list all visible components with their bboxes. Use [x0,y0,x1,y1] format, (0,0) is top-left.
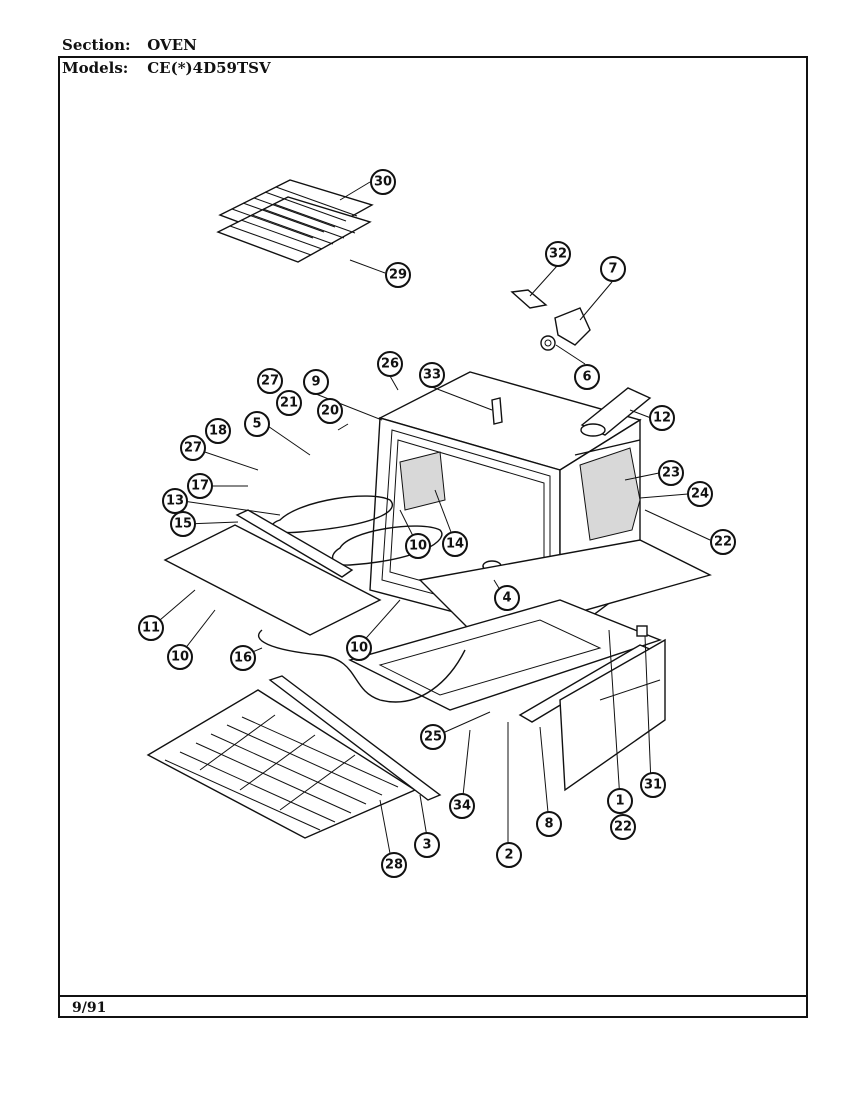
svg-text:33: 33 [423,368,441,383]
svg-text:23: 23 [662,466,680,481]
svg-text:18: 18 [209,424,227,439]
oven-bottom [348,539,712,711]
svg-text:5: 5 [252,417,261,432]
callout-5: 5 [244,411,270,437]
callout-26: 26 [377,351,403,377]
models-value: CE(*)4D59TSV [147,59,271,77]
svg-text:28: 28 [385,858,403,873]
svg-text:27: 27 [261,374,279,389]
leader-lines [152,181,711,865]
models-header: Models: CE(*)4D59TSV [62,59,271,77]
svg-text:20: 20 [321,404,339,419]
revision-date: 9/91 [72,1000,107,1016]
callout-33: 33 [419,362,445,388]
callout-21: 21 [276,390,302,416]
callout-27-mid: 27 [180,435,206,461]
svg-text:26: 26 [381,357,399,372]
svg-text:3: 3 [422,838,431,853]
callout-8: 8 [536,811,562,837]
svg-text:10: 10 [350,641,368,656]
svg-text:13: 13 [166,494,184,509]
svg-text:24: 24 [691,487,709,502]
svg-text:6: 6 [582,370,591,385]
section-header: Section: OVEN [62,36,197,54]
svg-text:21: 21 [280,396,298,411]
svg-text:22: 22 [714,535,732,550]
callout-13: 13 [162,488,188,514]
callout-14: 14 [442,531,468,557]
callout-27-top: 27 [257,368,283,394]
callout-22-bottom: 22 [610,814,636,840]
callout-9: 9 [303,369,329,395]
callout-17: 17 [187,473,213,499]
callout-34: 34 [449,793,475,819]
svg-text:27: 27 [184,441,202,456]
callout-22-right: 22 [710,529,736,555]
callout-28: 28 [381,852,407,878]
callout-31: 31 [640,772,666,798]
svg-text:15: 15 [174,517,192,532]
callout-11: 11 [138,615,164,641]
callout-25: 25 [420,724,446,750]
svg-text:16: 16 [234,651,252,666]
callout-16: 16 [230,645,256,671]
svg-text:29: 29 [389,268,407,283]
callout-2: 2 [496,842,522,868]
callout-4: 4 [494,585,520,611]
callout-30: 30 [370,169,396,195]
footer-divider [58,995,808,997]
callout-3: 3 [414,832,440,858]
callout-24: 24 [687,481,713,507]
callout-15: 15 [170,511,196,537]
callout-18: 18 [205,418,231,444]
side-bracket-assembly [518,625,666,792]
callout-23: 23 [658,460,684,486]
svg-text:12: 12 [653,411,671,426]
callout-10-left: 10 [167,644,193,670]
callout-20: 20 [317,398,343,424]
clock-bracket-parts [510,289,591,351]
callout-6: 6 [574,364,600,390]
svg-text:14: 14 [446,537,464,552]
svg-text:10: 10 [171,650,189,665]
callout-29: 29 [385,262,411,288]
callout-12: 12 [649,405,675,431]
svg-text:22: 22 [614,820,632,835]
svg-text:25: 25 [424,730,442,745]
callout-32: 32 [545,241,571,267]
svg-text:11: 11 [142,621,160,636]
svg-text:34: 34 [453,799,471,814]
svg-text:17: 17 [191,479,209,494]
svg-text:32: 32 [549,247,567,262]
svg-text:2: 2 [504,848,513,863]
callout-10-center: 10 [405,533,431,559]
callout-1: 1 [607,788,633,814]
diagram-frame [58,56,808,1018]
svg-text:9: 9 [311,375,320,390]
models-label: Models: [62,59,129,77]
section-value: OVEN [147,36,197,54]
svg-text:31: 31 [644,778,662,793]
svg-text:4: 4 [502,591,511,606]
vent-duct [580,387,652,437]
svg-text:1: 1 [615,794,624,809]
lower-oven-rack [146,675,442,839]
callout-10-lower: 10 [346,635,372,661]
svg-text:30: 30 [374,175,392,190]
svg-text:7: 7 [608,262,617,277]
callout-7: 7 [600,256,626,282]
upper-oven-racks [216,179,374,263]
trim-panels [163,509,382,636]
svg-text:10: 10 [409,539,427,554]
svg-text:8: 8 [544,817,553,832]
section-label: Section: [62,36,131,54]
